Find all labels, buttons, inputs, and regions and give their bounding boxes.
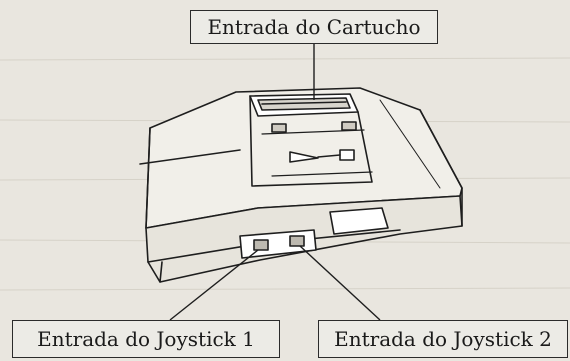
cartridge-slot-label-text: Entrada do Cartucho (207, 15, 421, 39)
insert-square-symbol (339, 149, 355, 161)
insert-arrow-symbol (289, 151, 319, 163)
joystick-2-label: Entrada do Joystick 2 (318, 320, 568, 358)
joystick-port-2 (289, 235, 305, 247)
console-top-ridge (139, 149, 241, 165)
leader-line-joystick-2 (299, 245, 381, 321)
joystick-1-label-text: Entrada do Joystick 1 (37, 327, 255, 351)
leader-line-joystick-1 (169, 249, 259, 321)
cartridge-latch-left (271, 123, 287, 133)
cartridge-latch-right (341, 121, 357, 131)
console-right-bevel (419, 109, 463, 227)
front-right-slot (329, 207, 389, 235)
cartridge-slot-label: Entrada do Cartucho (190, 10, 438, 44)
joystick-port-1 (253, 239, 269, 251)
joystick-2-label-text: Entrada do Joystick 2 (334, 327, 552, 351)
joystick-1-label: Entrada do Joystick 1 (12, 320, 280, 358)
